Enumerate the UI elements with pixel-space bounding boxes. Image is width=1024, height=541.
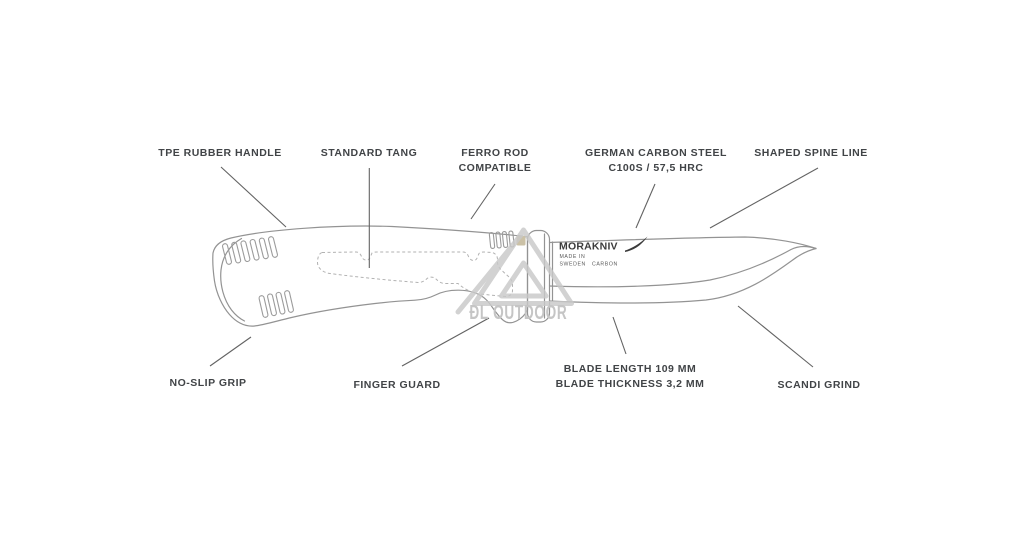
label-tpe-rubber-handle: TPE RUBBER HANDLE — [158, 146, 281, 161]
label-line: FINGER GUARD — [353, 379, 441, 391]
grip-slots-top-left — [222, 236, 278, 265]
label-no-slip-grip: NO-SLIP GRIP — [170, 376, 247, 391]
leader-shaped-spine-line — [709, 167, 819, 229]
grip-slots-near-guard — [488, 230, 515, 250]
blade-edge — [548, 247, 817, 304]
scandi-grind-line — [548, 245, 817, 288]
leader-scandi-grind — [737, 305, 814, 368]
label-line: STANDARD TANG — [320, 147, 418, 159]
watermark-inner-triangle-icon — [499, 260, 549, 299]
leader-ferro-rod — [470, 183, 496, 220]
label-blade-dimensions: BLADE LENGTH 109 MM BLADE THICKNESS 3,2 … — [556, 362, 705, 392]
label-line: TPE RUBBER HANDLE — [158, 147, 282, 159]
label-standard-tang: STANDARD TANG — [321, 146, 418, 161]
label-line: BLADE THICKNESS 3,2 MM — [555, 378, 705, 390]
blade-spine — [548, 236, 817, 250]
leader-lines — [209, 166, 819, 368]
watermark-text: ĐL OUTDOOR — [469, 302, 568, 324]
grip-slot-groups — [222, 230, 515, 318]
leader-tpe-rubber-handle — [220, 166, 287, 228]
guard-outline — [526, 229, 551, 323]
grip-slots-bottom-left — [258, 290, 294, 318]
leader-blade-dimensions — [612, 316, 627, 355]
butt-cap-seam — [220, 237, 246, 322]
watermark-triangle-icon — [472, 227, 574, 306]
handle-outline — [212, 225, 529, 327]
made-in-text: MADE IN — [560, 254, 586, 260]
watermark-logo — [455, 227, 574, 315]
label-ferro-rod-compatible: FERRO ROD COMPATIBLE — [459, 146, 532, 176]
label-shaped-spine-line: SHAPED SPINE LINE — [754, 146, 868, 161]
label-line: SHAPED SPINE LINE — [754, 147, 868, 159]
leader-german-carbon-steel — [635, 183, 656, 229]
label-german-carbon-steel: GERMAN CARBON STEEL C100S / 57,5 HRC — [585, 146, 727, 176]
label-line: GERMAN CARBON STEEL — [585, 147, 727, 159]
sweden-text: SWEDEN — [560, 262, 586, 268]
label-line: NO-SLIP GRIP — [169, 377, 247, 389]
brand-swoosh-icon — [625, 236, 648, 252]
watermark-slash-icon — [455, 232, 524, 315]
label-finger-guard: FINGER GUARD — [353, 378, 440, 393]
brand-text: MORAKNIV — [559, 241, 618, 253]
label-line: C100S / 57,5 HRC — [608, 162, 704, 174]
label-line: FERRO ROD — [461, 147, 529, 159]
label-line: BLADE LENGTH 109 MM — [563, 363, 697, 375]
blade-markings: MORAKNIV MADE IN SWEDEN CARBON — [559, 236, 648, 268]
label-line: SCANDI GRIND — [777, 379, 861, 391]
leader-no-slip-grip — [209, 336, 252, 367]
label-scandi-grind: SCANDI GRIND — [777, 378, 860, 393]
label-line: COMPATIBLE — [458, 162, 532, 174]
material-text: CARBON — [592, 262, 618, 268]
leader-finger-guard — [401, 317, 490, 367]
